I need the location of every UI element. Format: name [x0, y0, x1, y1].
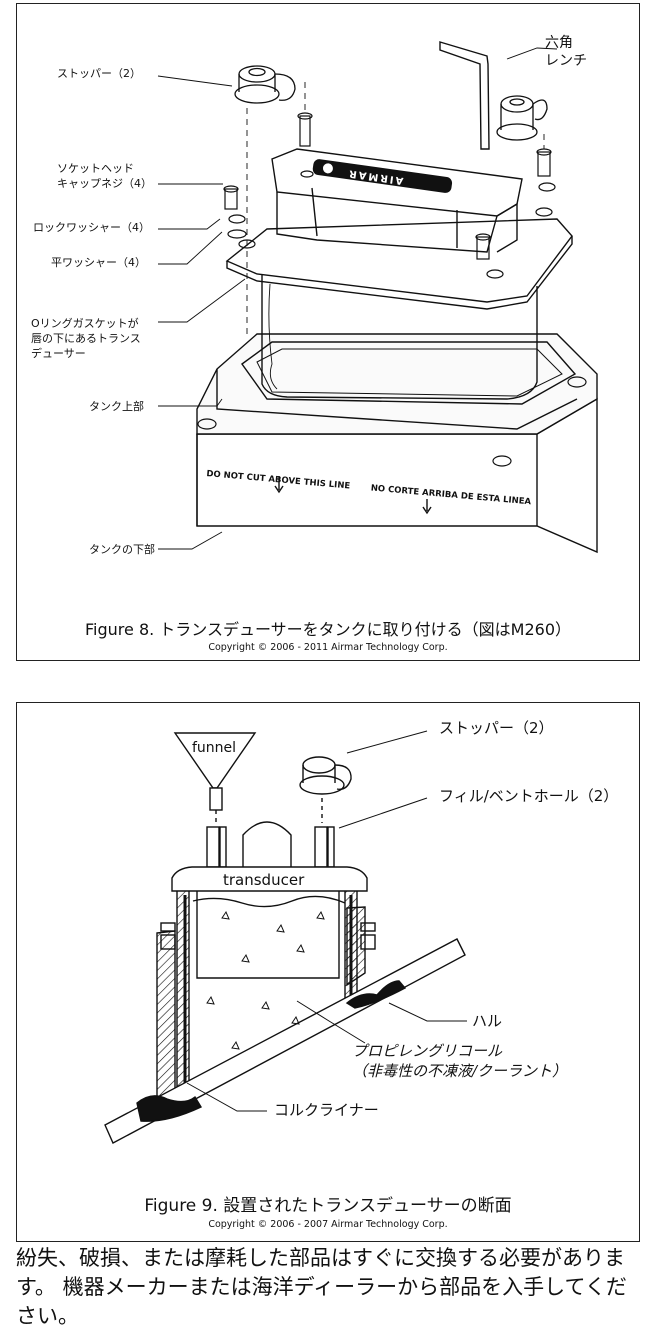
figure-9-copyright: Copyright © 2006 - 2007 Airmar Technolog…: [208, 1219, 448, 1230]
o-ring-label: Oリングガスケットが 唇の下にあるトランス デューサー: [31, 317, 141, 360]
stopper-label-fig9: ストッパー（2）: [439, 719, 554, 737]
figure-8-copyright: Copyright © 2006 - 2011 Airmar Technolog…: [208, 642, 448, 653]
figure-9: funnel transducer ストッパー（2） フィル/ベントホール（2）…: [16, 702, 640, 1242]
tank-top-label: タンク上部: [89, 400, 144, 413]
hex-wrench-label: 六角 レンチ: [545, 35, 587, 69]
cork-liner-label: コルクライナー: [274, 1101, 379, 1119]
lock-washer-label: ロックワッシャー（4）: [33, 221, 150, 234]
flat-washer-label: 平ワッシャー（4）: [51, 256, 146, 269]
funnel-label: funnel: [192, 740, 237, 756]
fill-vent-hole-label: フィル/ベントホール（2）: [439, 787, 619, 805]
socket-head-screw-label: ソケットヘッド キャップネジ（4）: [57, 162, 152, 190]
figure-8-illustration: [157, 41, 598, 554]
propylene-glycol-label: プロピレングリコール （非毒性の不凍液/クーラント）: [352, 1042, 568, 1080]
hull-label: ハル: [472, 1012, 503, 1030]
body-paragraph: 紛失、破損、または摩耗した部品はすぐに交換する必要があります。 機器メーカーまた…: [16, 1246, 627, 1328]
tank-bottom-label: タンクの下部: [89, 543, 155, 556]
figure-9-illustration: [104, 730, 467, 1144]
figure-8-caption: Figure 8. トランスデューサーをタンクに取り付ける（図はM260）: [85, 620, 571, 639]
transducer-label: transducer: [223, 871, 305, 889]
figure-9-caption: Figure 9. 設置されたトランスデューサーの断面: [144, 1196, 512, 1216]
stopper-label: ストッパー（2）: [57, 67, 141, 80]
figure-8: ストッパー（2） 六角 レンチ ソケットヘッド キャップネジ（4） ロックワッシ…: [16, 3, 640, 661]
